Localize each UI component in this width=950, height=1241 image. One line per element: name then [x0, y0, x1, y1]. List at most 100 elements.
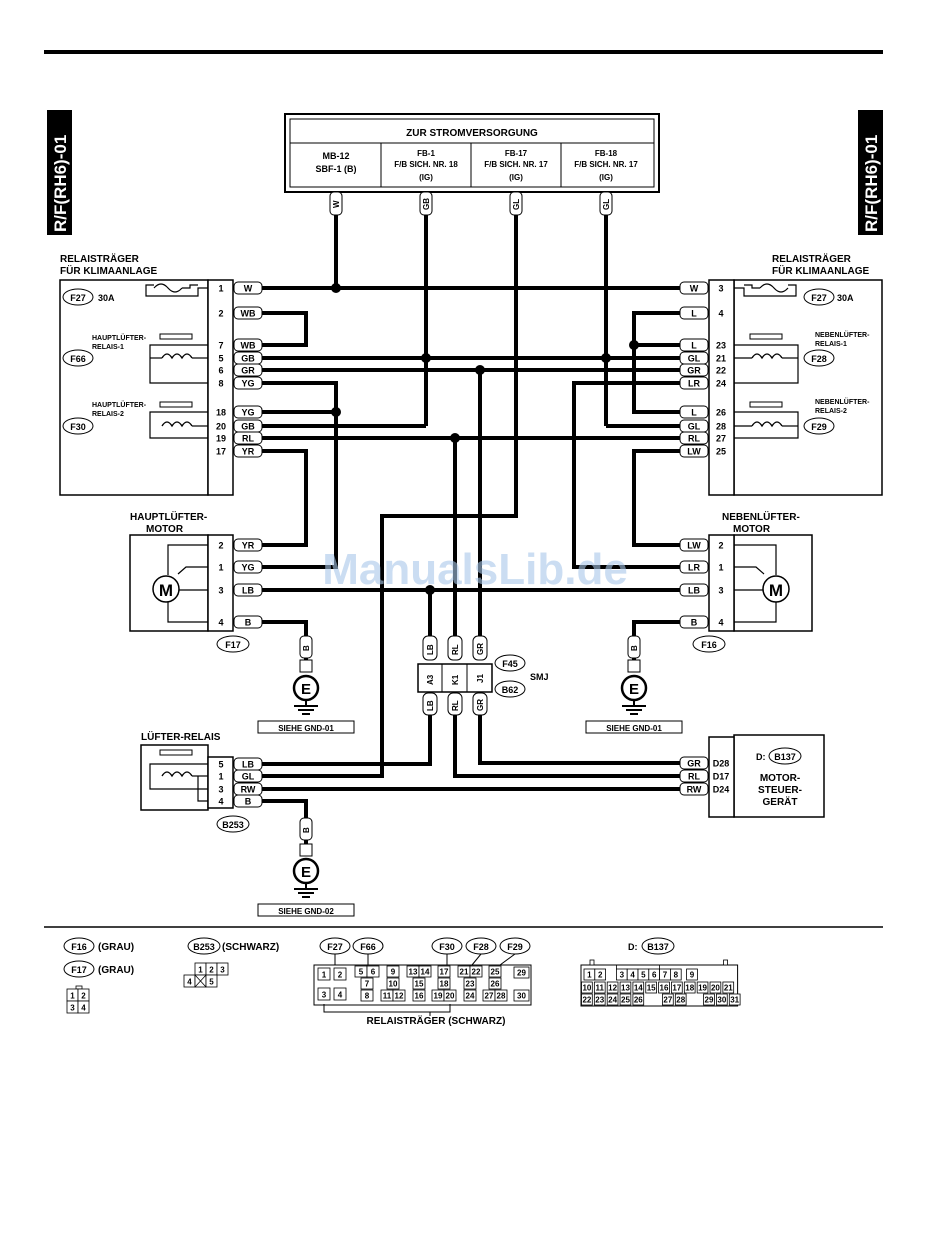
ecm-conn-prefix: D:: [756, 752, 766, 762]
relay-right-pin-26: 26: [716, 408, 726, 418]
relay-left-wire-YR: YR: [242, 447, 255, 457]
relay-left-wire-tag: [233, 338, 263, 352]
relay-left-wire-GR: GR: [241, 366, 255, 376]
pin-cell-label: 21: [460, 968, 469, 977]
power-col-4-l1: FB-18: [595, 149, 618, 158]
legend-b137: B137: [647, 942, 669, 952]
legend-relay-conn-1: F27: [327, 942, 343, 952]
pin-cell-label: 9: [690, 971, 695, 980]
motor-left-title-1: HAUPTLÜFTER-: [130, 510, 207, 523]
power-wire-2: GB: [422, 198, 431, 210]
motor-left-conn: F17: [225, 640, 241, 650]
relay-left-pin-2: 2: [218, 309, 223, 319]
pin-cell-label: 15: [415, 980, 424, 989]
relay-left-fuse-amp: 30A: [98, 293, 115, 303]
relay-holder-right: RELAISTRÄGER FÜR KLIMAANLAGE F27 30A NEB…: [679, 252, 883, 496]
pin-cell: [418, 965, 432, 978]
pin-cell: [686, 968, 698, 981]
pin-cell: [386, 977, 400, 990]
relay-left-pin-20: 20: [216, 422, 226, 432]
pin-cell: [581, 993, 593, 1006]
motor-right-pin-1: 1: [718, 563, 723, 573]
relay-right-wire-tag: [679, 376, 709, 390]
pin-cell: [205, 974, 218, 988]
fan-relay-wire-B: B: [245, 797, 252, 807]
relay-right-wire-GR: GR: [687, 366, 701, 376]
fan-relay-wire-tag: [233, 769, 263, 783]
power-col-2-l1: FB-1: [417, 149, 435, 158]
pin-cell: [709, 981, 722, 994]
smj-pin-2: K1: [451, 674, 460, 685]
pin-cell-label: 1: [70, 992, 75, 1001]
pin-cell: [513, 966, 530, 979]
side-tab-left: R/F(RH6)-01: [47, 110, 72, 235]
pin-cell-label: 22: [472, 968, 481, 977]
smj-connector: LB RL GR A3 K1 J1 LB RL GR F45 SMJ B62: [417, 635, 549, 716]
relay-right-wire-L: L: [691, 309, 697, 319]
legend-f16-color: (GRAU): [98, 942, 134, 953]
fan-relay-wire-LB: LB: [242, 760, 254, 770]
pin-cell-label: 18: [685, 984, 694, 993]
motor-left-wire-tag: [233, 615, 263, 629]
relay-left-wire-tag: [233, 306, 263, 320]
relay-left-r2-l1: HAUPTLÜFTER-: [92, 400, 147, 409]
fan-relay-wire-GL: GL: [242, 772, 255, 782]
pin-cell-label: 17: [440, 968, 449, 977]
ground-right-symbol: E: [629, 681, 639, 698]
pin-cell-label: 7: [663, 971, 668, 980]
wires: [262, 215, 684, 850]
smj-wire-bot-2: RL: [451, 700, 460, 711]
power-supply-title: ZUR STROMVERSORGUNG: [406, 128, 538, 139]
smj-wire-top-3: GR: [476, 643, 485, 655]
relay-right-pin-21: 21: [716, 354, 726, 364]
pin-cell-label: 19: [434, 992, 443, 1001]
power-col-1-l1: MB-12: [322, 151, 349, 161]
relay-left-title-2: FÜR KLIMAANLAGE: [60, 264, 158, 277]
motor-right-wire-tag: [679, 560, 709, 574]
motor-left-wire-YR: YR: [242, 541, 255, 551]
smj-wire-bot-3: GR: [476, 699, 485, 711]
wire-yr: [262, 449, 308, 547]
relay-left-wire-W: W: [244, 284, 253, 294]
relay-left-wire-WB: WB: [241, 341, 256, 351]
motor-right-conn: F16: [701, 640, 717, 650]
pin-cell-label: 23: [466, 980, 475, 989]
ground-left: B E SIEHE GND-01: [257, 635, 355, 734]
power-wire-labels: W GB GL GL: [329, 191, 613, 216]
pin-cell-label: 16: [415, 992, 424, 1001]
relay-left-pin-6: 6: [218, 366, 223, 376]
relay-holder-left: RELAISTRÄGER FÜR KLIMAANLAGE F27 30A HAU…: [59, 252, 263, 496]
pin-cell: [716, 993, 728, 1006]
ground-right: B E SIEHE GND-01: [585, 635, 683, 734]
pin-cell-label: 11: [596, 984, 605, 993]
relay-left-wire-GB: GB: [241, 354, 255, 364]
relay-right-wire-tag: [679, 405, 709, 419]
relay-left-wire-YG: YG: [241, 379, 254, 389]
relay-left-wire-tag: [233, 363, 263, 377]
pin-cell: [703, 993, 715, 1006]
pin-cell-label: 4: [630, 971, 635, 980]
relay-left-wire-tag: [233, 281, 263, 295]
pin-cell: [606, 993, 619, 1006]
pin-cell: [722, 981, 735, 994]
motor-left-wire-YG: YG: [241, 563, 254, 573]
pin-cell: [366, 965, 380, 978]
power-col-3-l2: F/B SICH. NR. 17: [484, 160, 548, 169]
pin-cell: [619, 993, 632, 1006]
pin-cell: [513, 989, 530, 1002]
wire-yg-motor: [262, 412, 338, 569]
motor-right-wire-tag: [679, 615, 709, 629]
motor-right-wire-B: B: [691, 618, 698, 628]
pin-cell-label: 23: [595, 996, 604, 1005]
pin-cell: [469, 965, 483, 978]
ecm-title-2: STEUER-: [758, 785, 802, 796]
pin-cell: [360, 977, 374, 990]
relay-right-wire-tag: [679, 444, 709, 458]
motor-left-pin-3: 3: [218, 586, 223, 596]
pin-cell: [593, 993, 606, 1006]
pin-cell: [581, 981, 593, 994]
pin-cell: [671, 981, 683, 994]
relay-right-fuse-conn: F27: [811, 293, 827, 303]
